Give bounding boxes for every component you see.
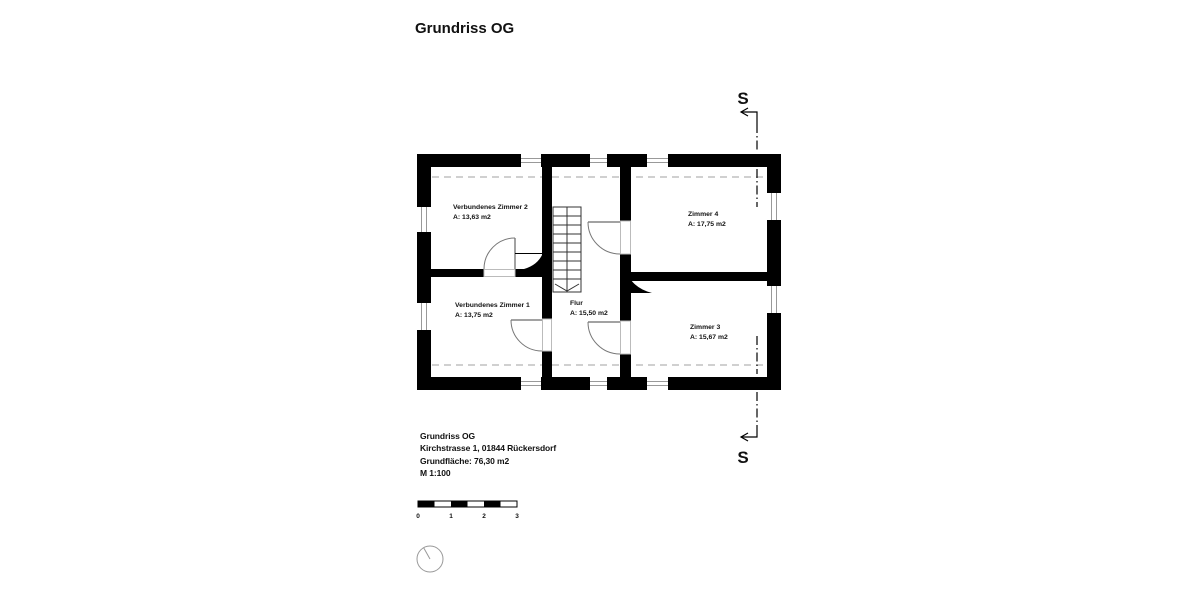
door-wedge-icon xyxy=(629,277,652,293)
room-name: Verbundenes Zimmer 2 xyxy=(453,204,528,211)
window-icon xyxy=(590,154,607,167)
room-area: A: 15,50 m2 xyxy=(570,310,608,317)
window-icon xyxy=(590,377,607,390)
interior-walls xyxy=(431,167,767,377)
plan-info-address: Kirchstrasse 1, 01844 Rückersdorf xyxy=(420,443,557,454)
room-name: Flur xyxy=(570,300,583,307)
stairs-icon xyxy=(552,206,582,293)
north-indicator-icon xyxy=(416,545,444,573)
window-icon xyxy=(417,207,431,232)
section-letter-top: S xyxy=(737,89,748,108)
door-wedge-icon xyxy=(524,253,543,269)
door-swing-markers xyxy=(515,253,652,293)
scale-label: 3 xyxy=(515,513,519,520)
door-thresholds xyxy=(483,220,631,355)
section-line xyxy=(739,107,758,442)
roof-slope-dashed-lines xyxy=(432,176,766,366)
window-icon xyxy=(417,303,431,330)
window-icon xyxy=(767,286,781,313)
page-title: Grundriss OG xyxy=(415,20,515,37)
plan-info-area: Grundfläche: 76,30 m2 xyxy=(420,455,510,466)
door-icon xyxy=(587,221,621,255)
windows xyxy=(417,154,781,390)
scale-label: 0 xyxy=(416,513,420,520)
window-icon xyxy=(767,193,781,220)
section-arrow-icon xyxy=(739,107,749,117)
room-area: A: 13,75 m2 xyxy=(455,312,493,319)
room-labels: Verbundenes Zimmer 2 A: 13,63 m2 Verbund… xyxy=(453,204,728,341)
door-icon xyxy=(587,321,621,355)
room-area: A: 15,67 m2 xyxy=(690,334,728,341)
scale-label: 1 xyxy=(449,513,453,520)
scale-bar: 0 1 2 3 xyxy=(416,500,519,520)
stairs-direction-arrow-icon xyxy=(554,283,580,292)
room-name: Zimmer 3 xyxy=(690,324,720,331)
doors xyxy=(483,221,621,355)
section-arrow-icon xyxy=(739,432,749,442)
plan-info-title: Grundriss OG xyxy=(420,431,476,441)
section-letter-bottom: S xyxy=(737,448,748,467)
door-icon xyxy=(510,319,543,352)
window-icon xyxy=(647,377,668,390)
door-icon xyxy=(483,237,516,270)
window-icon xyxy=(521,154,541,167)
window-icon xyxy=(647,154,668,167)
plan-info-block: Grundriss OG Kirchstrasse 1, 01844 Rücke… xyxy=(420,430,556,479)
scale-label: 2 xyxy=(482,513,486,520)
window-icon xyxy=(521,377,541,390)
plan-info-scale: M 1:100 xyxy=(420,467,451,478)
room-area: A: 13,63 m2 xyxy=(453,214,491,221)
room-name: Verbundenes Zimmer 1 xyxy=(455,302,530,309)
room-name: Zimmer 4 xyxy=(688,211,718,218)
room-area: A: 17,75 m2 xyxy=(688,221,726,228)
